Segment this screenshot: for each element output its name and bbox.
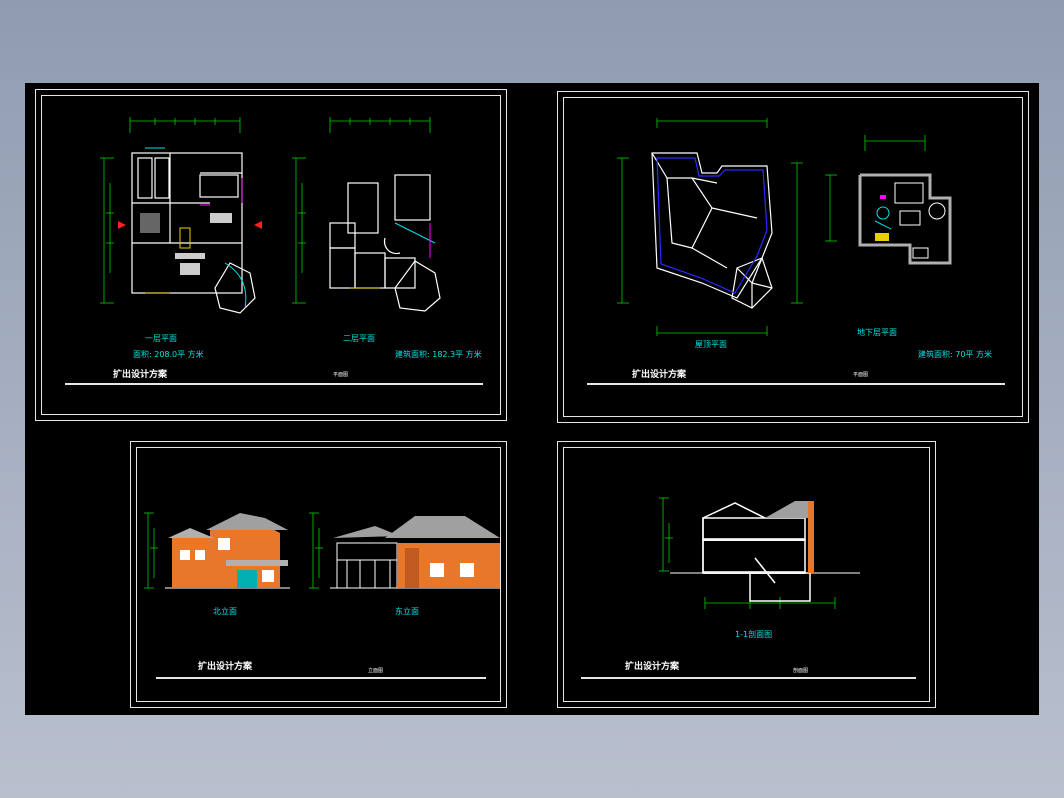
sheet3-title-rule bbox=[156, 677, 486, 679]
sheet-inner-frame bbox=[136, 447, 501, 702]
east-elevation-drawing bbox=[309, 512, 500, 589]
sheet1-title-rule bbox=[65, 383, 483, 385]
sheet3-subtitle: 立面图 bbox=[368, 668, 384, 674]
sheet4-title: 扩出设计方案 bbox=[625, 662, 680, 672]
section-drawing bbox=[659, 497, 860, 609]
second-floor-plan-label: 二层平面 bbox=[343, 334, 375, 343]
north-elevation-drawing bbox=[144, 512, 290, 589]
sheet1-subtitle: 平面图 bbox=[333, 372, 349, 378]
section-label: 1-1剖面图 bbox=[735, 630, 773, 639]
roof-plan-drawing bbox=[617, 118, 803, 336]
second-floor-area: 建筑面积: 182.3平 方米 bbox=[395, 350, 482, 359]
north-elevation-label: 北立面 bbox=[213, 607, 237, 616]
roof-plan-label: 屋顶平面 bbox=[695, 340, 727, 349]
sheet-floor-plans[interactable] bbox=[35, 89, 507, 421]
sheet-inner-frame bbox=[563, 447, 930, 702]
basement-plan-drawing bbox=[825, 135, 952, 265]
cad-drawing-canvas[interactable]: 一层平面 面积: 208.0平 方米 二层平面 建筑面积: 182.3平 方米 … bbox=[25, 83, 1039, 715]
sheet-inner-frame bbox=[563, 97, 1023, 417]
sheet4-title-rule bbox=[581, 677, 916, 679]
sheet3-title: 扩出设计方案 bbox=[198, 662, 253, 672]
first-floor-plan-drawing bbox=[100, 117, 262, 314]
sheet4-subtitle: 剖面图 bbox=[793, 668, 809, 674]
first-floor-area: 面积: 208.0平 方米 bbox=[133, 350, 204, 359]
basement-area: 建筑面积: 70平 方米 bbox=[918, 350, 992, 359]
sheet-roof-basement-plans[interactable] bbox=[557, 91, 1029, 423]
sheet2-title: 扩出设计方案 bbox=[632, 370, 687, 380]
sheet-inner-frame bbox=[41, 95, 501, 415]
sheet-elevations[interactable] bbox=[130, 441, 507, 708]
first-floor-plan-label: 一层平面 bbox=[145, 334, 177, 343]
sheet-section[interactable] bbox=[557, 441, 936, 708]
sheet2-title-rule bbox=[587, 383, 1005, 385]
basement-plan-label: 地下层平面 bbox=[857, 328, 897, 337]
second-floor-plan-drawing bbox=[292, 117, 441, 312]
sheet2-subtitle: 平面图 bbox=[853, 372, 869, 378]
east-elevation-label: 东立面 bbox=[395, 607, 419, 616]
sheet1-title: 扩出设计方案 bbox=[113, 370, 168, 380]
